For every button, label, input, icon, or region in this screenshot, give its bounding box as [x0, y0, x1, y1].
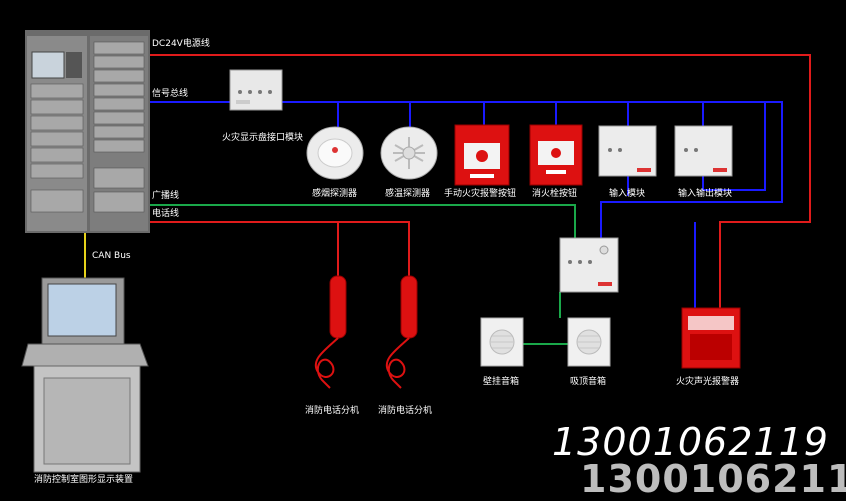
- sounder-strobe-label: 火灾声光报警器: [676, 375, 739, 387]
- manual-alarm-label: 手动火灾报警按钮: [444, 187, 516, 199]
- signal-bus-line: [150, 88, 783, 308]
- phone-extension-2-label: 消防电话分机: [378, 404, 432, 416]
- power-line-label: DC24V电源线: [152, 37, 210, 49]
- io-module-label: 输入输出模块: [678, 187, 732, 199]
- interface-module-label: 火灾显示盘接口模块: [222, 131, 303, 143]
- hydrant-button: [529, 124, 583, 186]
- canbus-label: CAN Bus: [92, 251, 131, 261]
- smoke-detector: [306, 126, 364, 180]
- phone-line-label: 电话线: [152, 207, 179, 219]
- heat-detector: [380, 126, 438, 180]
- wall-speaker-label: 壁挂音箱: [483, 375, 519, 387]
- input-module: [598, 125, 657, 177]
- hydrant-button-label: 消火栓按钮: [532, 187, 577, 199]
- sounder-strobe: [681, 307, 741, 369]
- ceiling-speaker-label: 吸顶音箱: [570, 375, 606, 387]
- ceiling-speaker: [567, 317, 611, 367]
- control-cabinet: [25, 30, 150, 233]
- phone-extension-1: [314, 275, 347, 389]
- input-module-label: 输入模块: [609, 187, 645, 199]
- phone-extension-2: [385, 275, 418, 389]
- heat-detector-label: 感温探测器: [385, 187, 430, 199]
- smoke-detector-label: 感烟探测器: [312, 187, 357, 199]
- input-output-module: [674, 125, 733, 177]
- telephone-line: [150, 221, 410, 276]
- phone-extension-1-label: 消防电话分机: [305, 404, 359, 416]
- power-line: [150, 54, 811, 308]
- graphics-workstation: [21, 277, 149, 473]
- workstation-label: 消防控制室图形显示装置: [34, 473, 133, 485]
- wall-speaker: [480, 317, 524, 367]
- broadcast-module: [559, 237, 619, 293]
- signal-line-label: 信号总线: [152, 87, 188, 99]
- display-panel-interface-module: [229, 69, 283, 111]
- broadcast-line: [150, 204, 592, 345]
- manual-alarm-button: [454, 124, 510, 186]
- phone-number-watermark-bottom: 13001062119: [580, 457, 846, 501]
- phone-number-watermark-top: 13001062119: [552, 420, 829, 464]
- broadcast-line-label: 广播线: [152, 189, 179, 201]
